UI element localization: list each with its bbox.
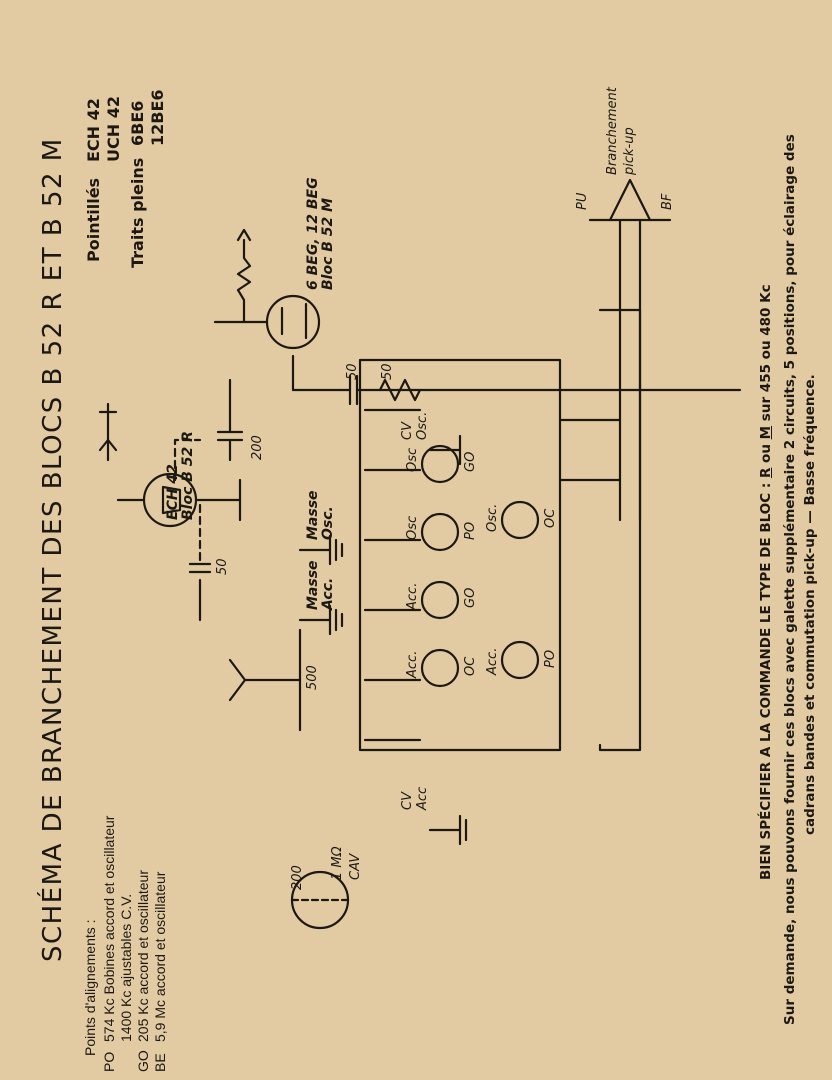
footer-line1-a: BIEN SPÉCIFIER A LA COMMANDE LE TYPE DE … [758, 482, 774, 880]
switch-shaft [618, 218, 642, 522]
masse-acc-1: Masse [305, 560, 321, 610]
shaft-brackets [558, 418, 622, 482]
branchement-2: pick-up [622, 127, 637, 175]
sw-acc-oc-label: Acc. [405, 650, 420, 678]
board-edge [598, 308, 642, 752]
cap-50-b: 50 [380, 363, 395, 380]
ech-cap-50-bottom [188, 562, 212, 622]
footer-line1-b: ou [758, 444, 774, 463]
switch-acc-oc [420, 648, 460, 688]
switch-osc-po [420, 512, 460, 552]
beg-cap-50 [338, 374, 742, 406]
footer-line-2: Sur demande, nous pouvons fournir ces bl… [782, 134, 798, 1025]
cav-label: CAV [348, 853, 363, 880]
cv-osc-1: CV [400, 422, 415, 440]
knob-tip [608, 178, 652, 222]
footer-line-3: cadrans bandes et commutation pick-up — … [802, 374, 818, 835]
sw-oc-2: OC [543, 508, 558, 528]
sw-go-1: GO [463, 587, 478, 608]
beg-label-1: 6 BEG, 12 BEG [305, 177, 321, 290]
switch-acc-go [420, 580, 460, 620]
ech-plus [98, 402, 118, 462]
bf-label: BF [660, 193, 675, 210]
ground-masse-acc [298, 604, 344, 636]
masse-osc-2: Osc. [320, 506, 336, 540]
beg-label-2: Bloc B 52 M [320, 197, 336, 290]
switch-acc-po [500, 640, 540, 680]
cap-500: 500 [305, 665, 320, 690]
antenna-symbol [228, 658, 302, 702]
ech-cap-200 [216, 378, 244, 462]
ech-label-2: Bloc B 52 R [180, 431, 196, 520]
cap-50-bottom: 50 [215, 558, 230, 575]
beg-grid-lead [291, 354, 342, 392]
pu-label: PU [575, 192, 590, 210]
res-1m: 1 MΩ [330, 846, 345, 880]
switch-pins [363, 408, 422, 742]
ech-label-1: ECH 42 [165, 464, 181, 520]
sw-osc-go-label: Osc [405, 447, 420, 472]
cv-acc-2: Acc [415, 786, 430, 810]
beg-tube-electrodes [280, 302, 308, 340]
switch-osc-oc [500, 500, 540, 540]
sw-go-2: GO [463, 451, 478, 472]
sw-po-1: PO [463, 521, 478, 540]
ground-masse-osc [298, 534, 344, 566]
beg-tube-symbol [265, 294, 321, 350]
ech-dashed-plate [173, 438, 202, 482]
cap-200-antenna: 200 [290, 865, 305, 890]
cv-osc-cap [428, 434, 462, 466]
switch-osc-go [420, 444, 460, 484]
sw-osc-po-label: Osc [405, 515, 420, 540]
sw-oc-1: OC [463, 656, 478, 676]
cv-acc-1: CV [400, 792, 415, 810]
beg-arrow [236, 228, 252, 242]
masse-osc-1: Masse [305, 490, 321, 540]
cap-200-top: 200 [250, 435, 265, 460]
footer-line-1: BIEN SPÉCIFIER A LA COMMANDE LE TYPE DE … [758, 284, 774, 880]
ech-tube-electrodes [161, 485, 182, 515]
branchement-1: Branchement [605, 87, 620, 175]
lower-osc-label: Osc. [485, 503, 500, 532]
sw-po-2: PO [543, 649, 558, 668]
sw-acc-go-label: Acc. [405, 582, 420, 610]
switch-board [358, 358, 562, 752]
cv-acc-cap [428, 814, 468, 846]
footer-line1-r: R [758, 467, 774, 479]
cap-50-a: 50 [345, 363, 360, 380]
masse-acc-2: Acc. [320, 577, 336, 610]
beg-res-50 [378, 378, 422, 402]
footer-line1-c: sur 455 ou 480 Kc [758, 284, 774, 422]
footer-line1-m: M [758, 425, 774, 440]
cv-osc-2: Osc. [415, 411, 430, 440]
beg-plate-resistor [213, 238, 269, 324]
lower-acc-label: Acc. [485, 647, 500, 675]
